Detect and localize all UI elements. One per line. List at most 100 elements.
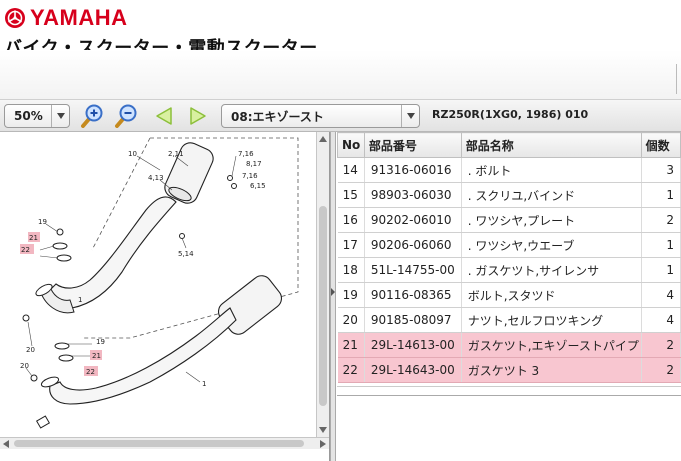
scroll-thumb[interactable] — [319, 206, 327, 406]
row-part-number: 98903-06030 — [364, 182, 462, 208]
diagram-callout[interactable]: 21 — [29, 234, 38, 242]
parts-diagram-panel[interactable]: 10 2,11 7,16 8,17 7,16 6,15 4,13 5,14 19… — [0, 132, 330, 461]
next-page-icon[interactable] — [186, 104, 210, 128]
diagram-callout[interactable]: 1 — [78, 296, 82, 304]
panel-splitter[interactable] — [330, 132, 336, 461]
row-part-name: . ボルト — [461, 157, 642, 183]
collapse-arrow-icon[interactable] — [331, 288, 335, 296]
diagram-callout[interactable]: 7,16 — [242, 172, 258, 180]
zoom-out-icon[interactable] — [114, 104, 138, 128]
row-part-name: ボルト,スタツド — [461, 282, 642, 308]
diagram-callout[interactable]: 22 — [21, 246, 30, 254]
row-part-number: 90202-06010 — [364, 207, 462, 233]
diagram-callout[interactable]: 20 — [20, 362, 29, 370]
callout-highlight — [90, 350, 102, 360]
row-part-name: ナツト,セルフロツキング — [461, 307, 642, 333]
row-no: 20 — [337, 307, 365, 333]
upper-silencer — [164, 142, 214, 204]
brand-logo[interactable]: YAMAHA — [4, 6, 128, 30]
column-header-no[interactable]: No — [337, 132, 365, 158]
upper-expansion-chamber — [47, 196, 177, 309]
toolbar: 50% 08:エキゾースト — [0, 100, 681, 132]
row-quantity: 1 — [641, 257, 681, 283]
row-part-number: 90206-06060 — [364, 232, 462, 258]
row-part-name: . スクリユ,バインド — [461, 182, 642, 208]
diagram-callout[interactable]: 19 — [96, 338, 105, 346]
scroll-right-icon[interactable] — [320, 440, 326, 448]
row-no: 18 — [337, 257, 365, 283]
diagram-callout[interactable]: 19 — [38, 218, 47, 226]
model-label: RZ250R(1XG0, 1986) 010 — [432, 108, 589, 121]
row-quantity: 4 — [641, 307, 681, 333]
column-header-part-name[interactable]: 部品名称 — [460, 132, 642, 158]
header-band — [0, 50, 681, 100]
row-part-name: . ガスケツト,サイレンサ — [461, 257, 642, 283]
callout-highlight — [20, 244, 34, 254]
row-no: 17 — [337, 232, 365, 258]
previous-page-icon[interactable] — [152, 104, 176, 128]
row-part-number: 91316-06016 — [364, 157, 462, 183]
row-quantity: 2 — [641, 207, 681, 233]
diagram-vertical-scrollbar[interactable] — [316, 132, 329, 437]
row-part-number: 29L-14643-00 — [364, 357, 462, 383]
diagram-horizontal-scrollbar[interactable] — [0, 437, 329, 449]
column-header-quantity[interactable]: 個数 — [640, 132, 681, 158]
row-no: 16 — [337, 207, 365, 233]
diagram-callout[interactable]: 21 — [92, 352, 101, 360]
row-part-number: 51L-14755-00 — [364, 257, 462, 283]
table-footer-divider — [337, 386, 681, 396]
row-part-number: 90185-08097 — [364, 307, 462, 333]
diagram-callout[interactable]: 10 — [128, 150, 137, 158]
diagram-callout[interactable]: 4,13 — [148, 174, 164, 182]
scroll-left-icon[interactable] — [3, 440, 9, 448]
brand-name: YAMAHA — [30, 5, 128, 30]
diagram-callout[interactable]: 2,11 — [168, 150, 184, 158]
callout-highlight — [28, 232, 40, 242]
diagram-callout[interactable]: 5,14 — [178, 250, 194, 258]
callout-highlight — [84, 366, 98, 376]
zoom-select[interactable]: 50% — [4, 104, 70, 128]
exhaust-diagram[interactable]: 10 2,11 7,16 8,17 7,16 6,15 4,13 5,14 19… — [0, 132, 316, 437]
diagram-callout[interactable]: 7,16 — [238, 150, 254, 158]
row-no: 21 — [337, 332, 365, 358]
row-quantity: 1 — [641, 232, 681, 258]
diagram-callout[interactable]: 20 — [26, 346, 35, 354]
row-part-name: ガスケツト,エキゾーストパイプ — [461, 332, 642, 358]
scroll-down-icon[interactable] — [319, 427, 327, 433]
chevron-down-icon[interactable] — [51, 105, 69, 127]
chevron-down-icon[interactable] — [401, 105, 419, 127]
category-select[interactable]: 08:エキゾースト — [221, 104, 420, 128]
scroll-up-icon[interactable] — [319, 136, 327, 142]
column-header-part-number[interactable]: 部品番号 — [363, 132, 462, 158]
row-part-number: 29L-14613-00 — [364, 332, 462, 358]
row-no: 14 — [337, 157, 365, 183]
diagram-callout[interactable]: 8,17 — [246, 160, 262, 168]
header-divider — [676, 64, 681, 94]
diagram-callout[interactable]: 6,15 — [250, 182, 266, 190]
row-no: 22 — [337, 357, 365, 383]
diagram-callout[interactable]: 1 — [202, 380, 206, 388]
row-quantity: 4 — [641, 282, 681, 308]
row-quantity: 2 — [641, 332, 681, 358]
row-quantity: 1 — [641, 182, 681, 208]
category-value: 08:エキゾースト — [231, 109, 324, 124]
row-quantity: 3 — [641, 157, 681, 183]
row-no: 15 — [337, 182, 365, 208]
zoom-in-icon[interactable] — [80, 104, 104, 128]
row-part-name: ガスケツト 3 — [461, 357, 642, 383]
diagram-callout[interactable]: 22 — [86, 368, 95, 376]
row-quantity: 2 — [641, 357, 681, 383]
scroll-thumb[interactable] — [14, 440, 304, 447]
